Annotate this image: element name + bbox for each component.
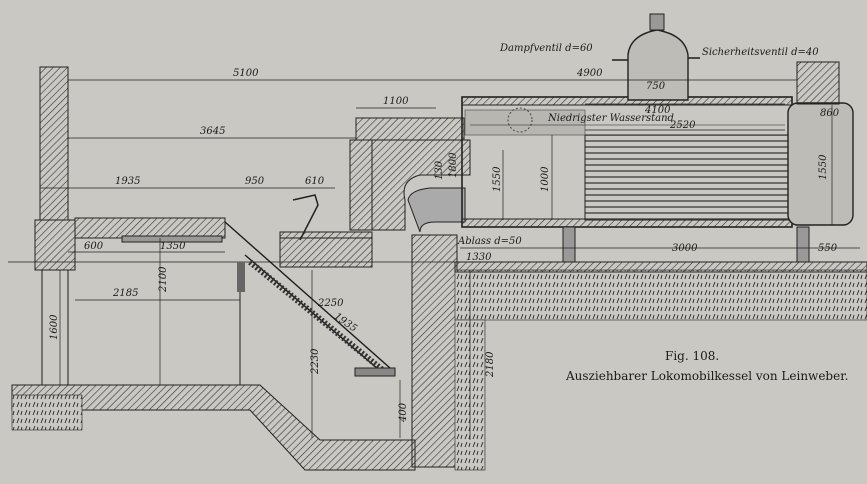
dim-1350: 1350 — [160, 241, 186, 252]
firebox — [279, 117, 471, 268]
dim-860: 860 — [820, 108, 840, 119]
label-steam-valve: Dampfventil d=60 — [499, 43, 593, 54]
dim-1550-a: 1550 — [492, 166, 503, 192]
dimension-lines — [40, 79, 860, 440]
pit-wall — [411, 234, 867, 468]
dim-750: 750 — [646, 81, 666, 92]
dim-3000: 3000 — [672, 243, 698, 254]
dim-1330: 1330 — [466, 252, 492, 263]
dim-610: 610 — [305, 176, 325, 187]
smokebox — [787, 61, 854, 226]
dim-600: 600 — [84, 241, 104, 252]
dim-400: 400 — [398, 402, 409, 423]
dim-1600: 1600 — [49, 314, 60, 340]
dim-2250: 2250 — [317, 298, 344, 309]
dim-550: 550 — [818, 243, 838, 254]
boiler-supports — [562, 226, 810, 263]
dim-1935-b: 1935 — [332, 311, 359, 335]
label-drain: Ablass d=50 — [457, 236, 522, 247]
dim-130: 130 — [434, 160, 445, 180]
dim-1550-b: 1550 — [818, 154, 829, 180]
floor-slab — [74, 217, 226, 243]
dim-1935: 1935 — [115, 176, 140, 187]
dim-1800: 1800 — [448, 152, 459, 178]
dim-2100: 2100 — [158, 266, 169, 293]
dim-1000: 1000 — [540, 166, 551, 192]
chimney-wall — [34, 66, 76, 385]
inclined-grate — [224, 221, 396, 385]
dim-2180: 2180 — [485, 351, 496, 378]
label-safety-valve: Sicherheitsventil d=40 — [702, 47, 819, 58]
label-water-level: Niedrigster Wasserstand — [547, 113, 674, 124]
figure-caption: Ausziehbarer Lokomobilkessel von Leinweb… — [565, 369, 848, 383]
dim-4900: 4900 — [576, 68, 603, 79]
dim-2185: 2185 — [112, 288, 138, 299]
figure-number: Fig. 108. — [665, 349, 719, 363]
dim-2230: 2230 — [310, 348, 321, 375]
foundation — [11, 384, 416, 471]
dim-2520: 2520 — [669, 120, 696, 131]
dim-4100: 4100 — [644, 105, 671, 116]
dim-950: 950 — [245, 176, 265, 187]
dim-3645: 3645 — [200, 126, 225, 137]
dim-1100: 1100 — [383, 96, 409, 107]
dim-5100: 5100 — [233, 68, 259, 79]
steam-dome — [612, 13, 700, 101]
